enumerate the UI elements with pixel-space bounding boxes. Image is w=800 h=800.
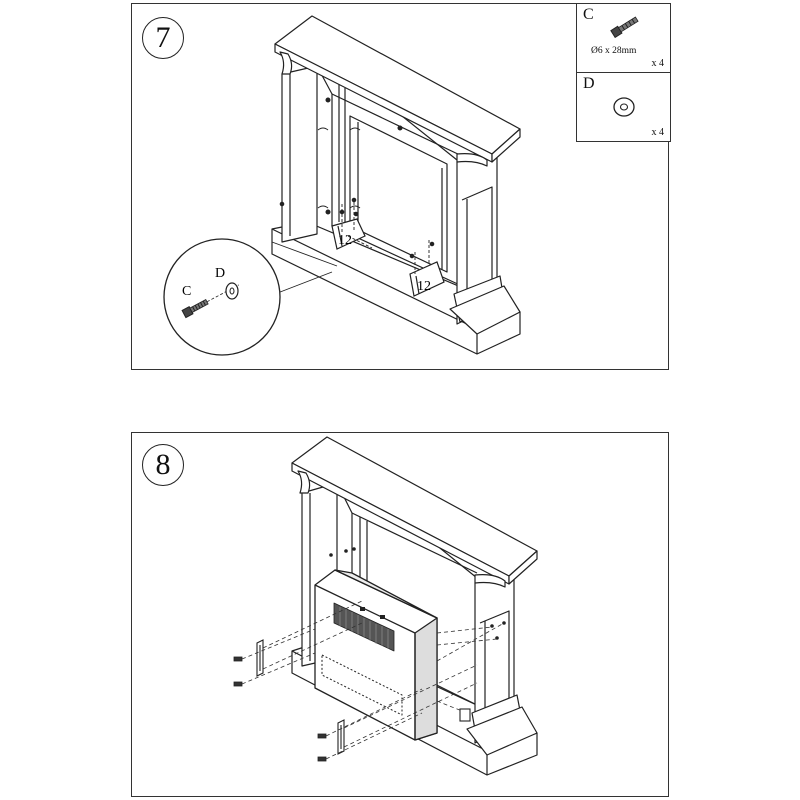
bracket-label-1: 12	[338, 233, 352, 248]
detail-label-d: D	[215, 266, 225, 281]
bracket-12-right	[409, 261, 445, 297]
part-c-letter: C	[583, 5, 594, 23]
fireplace-mantel-drawing-step-7: 12 12 C D	[163, 15, 521, 356]
mounting-bracket-lower	[337, 719, 345, 755]
mounting-bracket-right	[459, 708, 471, 722]
detail-label-c: C	[182, 284, 191, 299]
fireplace-insert	[314, 569, 438, 741]
part-d-qty: x 4	[651, 127, 665, 138]
part-d-letter: D	[583, 75, 595, 92]
step-7-panel: 12 12 C D 7 C	[131, 2, 671, 370]
bolt-icon	[610, 15, 639, 38]
bolt-icon	[181, 284, 239, 319]
washer-icon	[225, 282, 239, 300]
fireplace-insert-drawing-step-8	[233, 436, 538, 776]
step-number-8: 8	[142, 444, 184, 486]
step-number-7: 7	[142, 17, 184, 59]
part-d-box: D x 4	[576, 72, 671, 142]
mounting-bracket-upper	[256, 639, 264, 677]
step-8-panel: 8	[131, 432, 669, 797]
part-c-spec: Ø6 x 28mm	[591, 45, 637, 56]
part-c-qty: x 4	[651, 57, 665, 69]
bracket-label-2: 12	[417, 279, 431, 294]
part-c-box: C Ø6 x 28mm x 4	[576, 2, 671, 73]
left-leg	[281, 65, 318, 243]
detail-callout: C D	[163, 238, 338, 356]
bracket-12-left	[331, 218, 366, 250]
washer-icon	[613, 97, 635, 117]
